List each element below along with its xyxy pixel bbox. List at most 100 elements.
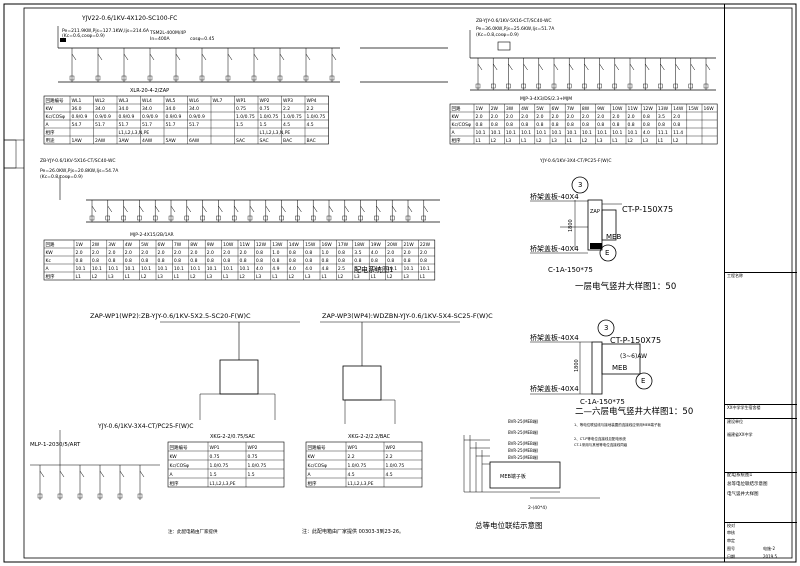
ws-top-label: ZB-YJY-0.6/1KV-5X16-CT/SC40-WC	[476, 18, 552, 24]
mid-breaker-box	[184, 215, 190, 221]
table-cell: A	[46, 266, 50, 272]
table-cell: 10.1	[521, 130, 531, 136]
tray-label-3: 桥架盖板-40X4	[530, 333, 579, 342]
table-cell: L3	[207, 274, 213, 280]
table-cell: 1.0/0.75	[248, 463, 267, 469]
zap2-feeder-label: ZAP-WP3(WP4):WDZBN-YJY-0.6/1KV-5X4-SC25-…	[322, 312, 493, 320]
table-cell: SAC	[260, 138, 269, 144]
callout-e2-text: E	[641, 377, 645, 385]
mlp-breaker-box	[37, 493, 43, 499]
mid-breaker-switch	[376, 205, 381, 213]
mlp-breaker-box	[77, 493, 83, 499]
table-cell: 1.0/0.75	[307, 114, 326, 120]
table-cell: 0.9/0.9	[189, 114, 205, 120]
tb-drawing-no: 电施-2	[763, 546, 775, 551]
upper-right-panel-diagram	[469, 30, 716, 91]
right-breaker-box	[536, 83, 541, 89]
mid-breaker-box	[311, 215, 316, 221]
table-cell: 4.0	[305, 266, 312, 272]
table-cell: Kc/COSφ	[308, 463, 327, 469]
right-breaker-box	[703, 83, 709, 89]
table-header-cell: 回路编号	[170, 444, 188, 451]
table-cell: 34.0	[189, 106, 199, 112]
main-breaker-switch	[331, 53, 337, 61]
table-cell: 11.4	[371, 266, 381, 272]
table-cell: KW	[308, 454, 316, 460]
table-header-cell: 16W	[704, 106, 715, 112]
table-header-cell: 4W	[521, 106, 529, 112]
shaft-detail-2	[530, 319, 653, 395]
table-cell: A	[46, 122, 50, 128]
table-cell: 2.0	[223, 250, 230, 256]
table-cell: 0.8	[387, 258, 394, 264]
zap-table-2: 回路编号KWKc/COSφA相序WP12.21.0/0.754.5L1,L2,L…	[305, 434, 423, 488]
table-cell: 6AW	[189, 138, 200, 144]
table-cell: 2.2	[386, 454, 393, 460]
eq-note-1: 1、等电位联结线与接地装置的连接线应采用MEB端子板	[574, 422, 661, 427]
shaft-title-2: 二—六层电气竖井大样图1：50	[575, 406, 693, 417]
table-cell: 10.1	[207, 266, 217, 272]
bus-c-label: MJP-2-4X15/2B/1AR	[130, 232, 174, 238]
table-cell: 10.1	[404, 266, 414, 272]
main-breaker-switch	[149, 53, 155, 61]
table-cell: 相序	[46, 129, 55, 136]
table-cell: 10.1	[92, 266, 102, 272]
table-cell: 0.8	[322, 258, 329, 264]
table-cell: 0.8	[76, 258, 83, 264]
table-cell: 0.9/0.9	[142, 114, 158, 120]
main-breaker-switch	[279, 53, 285, 61]
main-feeder-kc: (Kc=0.6,cosφ=0.9)	[62, 33, 105, 39]
table-cell: KW	[452, 114, 460, 120]
table-cell: 1.0/0.75	[386, 463, 405, 469]
table-cell: BAC	[307, 138, 316, 144]
table-cell: 10.1	[223, 266, 233, 272]
table-cell: A	[170, 472, 174, 478]
mid-breaker-switch	[91, 205, 97, 213]
table-cell: 0.8	[174, 258, 181, 264]
shaft-title-1: 一层电气竖井大样图1：50	[575, 281, 676, 292]
zap-table-2-title: XKG-2-2/2.2/BAC	[348, 434, 391, 440]
table-header-cell: WL4	[142, 98, 152, 104]
table-cell: 4.5	[283, 122, 290, 128]
mid-breaker-switch	[107, 205, 113, 213]
table-cell: 10.1	[597, 130, 607, 136]
table-cell: 相序	[170, 480, 179, 487]
table-cell: 0.8	[491, 122, 498, 128]
table-cell: 10.1	[420, 266, 430, 272]
table-cell: 10.1	[506, 130, 516, 136]
table-cell: 0.75	[210, 454, 220, 460]
tb-drawing-2: 总等电位联结示意图	[727, 482, 768, 487]
table-cell: 11.1	[658, 130, 668, 136]
outer-frame	[3, 3, 797, 563]
table-cell: 0.8	[597, 122, 604, 128]
bvr-label-3: BVR-25(MEB端)	[508, 440, 539, 446]
table-cell: 0.8	[158, 258, 165, 264]
right-breaker-switch	[614, 63, 620, 71]
tray-label-2: 桥架盖板-40X4	[530, 244, 579, 253]
table-header-cell: 6W	[158, 242, 166, 248]
right-breaker-switch	[660, 63, 665, 71]
table-cell: 34.0	[95, 106, 105, 112]
table-cell: L2	[141, 274, 147, 280]
main-breaker-switch	[227, 53, 233, 61]
table-header-cell: 2W	[92, 242, 100, 248]
table-cell: 0.8	[92, 258, 99, 264]
tb-drawing-no-label: 图号	[727, 546, 735, 551]
table-header-cell: 2W	[491, 106, 499, 112]
table-cell: 4.0	[643, 130, 650, 136]
meb-box-label: MEB端子板	[500, 473, 526, 480]
table-cell: 0.9/0.9	[119, 114, 135, 120]
table-header-cell: 回路编号	[308, 444, 326, 451]
mid-breaker-switch	[265, 205, 271, 213]
table-cell: 0.8	[223, 258, 230, 264]
table-header-cell: WP4	[307, 98, 317, 104]
middle-load-table: 回路KWKcA相序1W2.00.810.1L12W2.00.810.1L23W2…	[43, 239, 436, 281]
table-cell: 0.8	[643, 122, 650, 128]
table-header-cell: 19W	[371, 242, 382, 248]
equipotential-diagram	[463, 435, 600, 499]
table-cell: 3AW	[119, 138, 130, 144]
table-header-cell: 9W	[207, 242, 215, 248]
tb-drawing-1: 配电系统图1	[725, 472, 797, 480]
table-cell: L1	[174, 274, 180, 280]
table-cell: L3	[597, 138, 603, 144]
